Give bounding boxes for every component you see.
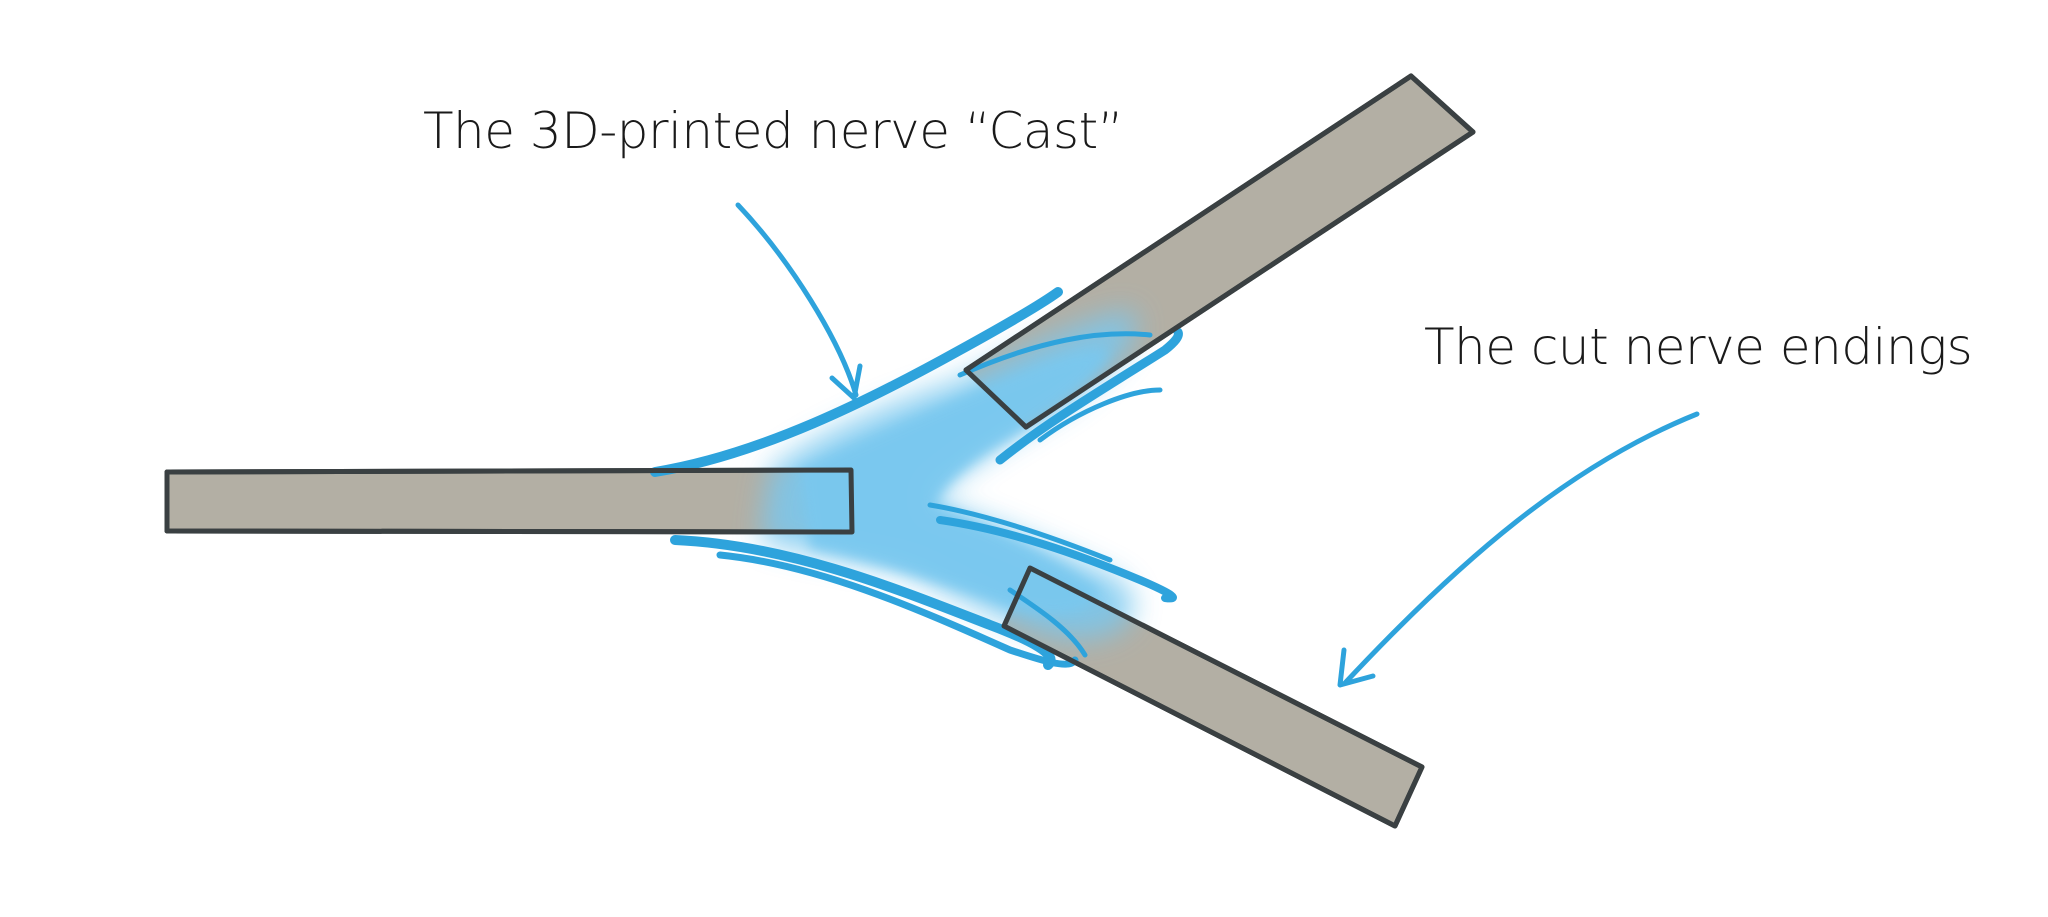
nerve-upper-right-end-outline <box>963 73 1476 430</box>
cast-label: The 3D-printed nerve “Cast” <box>423 102 1124 160</box>
cast-stroke-lower-4 <box>927 502 1113 563</box>
arrow-to-cast <box>735 202 863 401</box>
cast-stroke-upper-2 <box>697 342 973 465</box>
arrow-to-endings-shaft <box>1342 411 1700 686</box>
cast-stroke-upper-3 <box>995 327 1183 465</box>
arrow-to-endings-head <box>1337 647 1376 688</box>
arrow-to-cast-shaft <box>735 202 859 398</box>
cast-stroke-lower-2 <box>716 551 1079 668</box>
cast-core <box>800 349 1110 614</box>
nerve-left-end-outline <box>164 467 855 535</box>
cast-stroke-upper-4 <box>1037 387 1163 443</box>
arrow-to-cast-head <box>829 363 863 401</box>
nerve-endings-label: The cut nerve endings <box>1424 318 1973 376</box>
cast-stroke-lower-3 <box>936 516 1177 603</box>
cast-stroke-upper-5 <box>957 331 1153 378</box>
nerve-lower-right-end-outline <box>1001 565 1425 829</box>
nerve-cast <box>650 287 1183 670</box>
cast-stroke-lower-1 <box>670 535 1056 670</box>
nerve-left <box>164 467 855 535</box>
arrow-to-endings <box>1337 411 1700 688</box>
